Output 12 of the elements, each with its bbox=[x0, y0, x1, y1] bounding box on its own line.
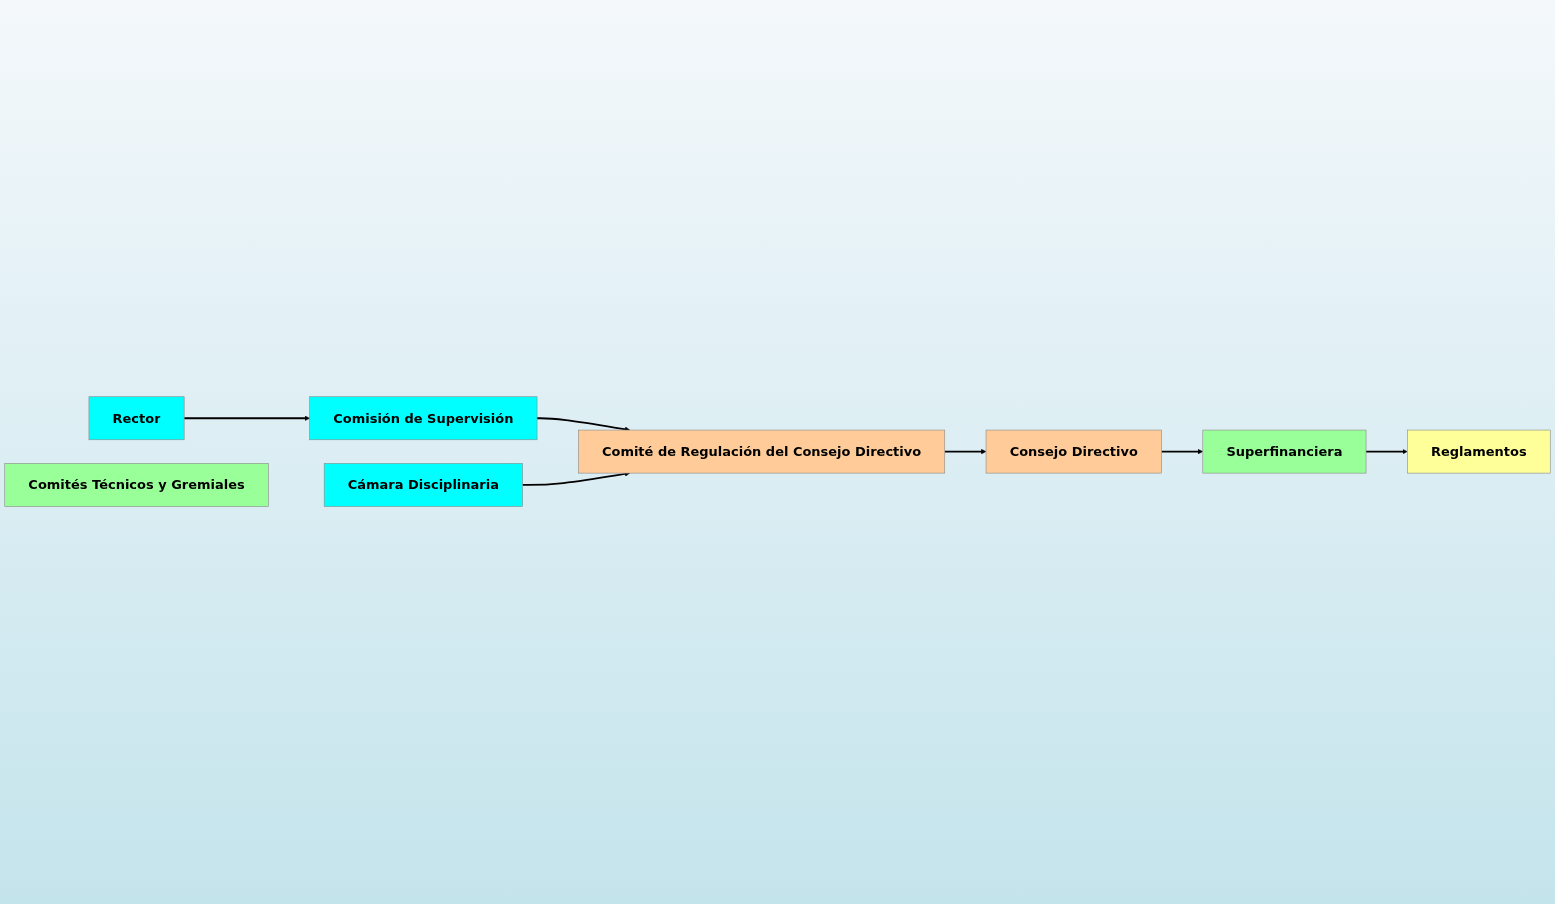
node-box: Consejo Directivo bbox=[985, 430, 1162, 474]
node-box: Comité de Regulación del Consejo Directivo bbox=[578, 430, 946, 474]
node-box: Reglamentos bbox=[1407, 430, 1551, 474]
node-box: Superfinanciera bbox=[1202, 430, 1367, 474]
node-box: Comisión de Supervisión bbox=[309, 396, 538, 441]
node-box: Cámara Disciplinaria bbox=[323, 463, 523, 508]
node-box: Rector bbox=[88, 396, 185, 441]
node-box: Comités Técnicos y Gremiales bbox=[4, 463, 269, 508]
arrow bbox=[1365, 449, 1408, 455]
arrow bbox=[1160, 449, 1204, 455]
arrow bbox=[943, 449, 987, 455]
arrow bbox=[183, 416, 310, 422]
